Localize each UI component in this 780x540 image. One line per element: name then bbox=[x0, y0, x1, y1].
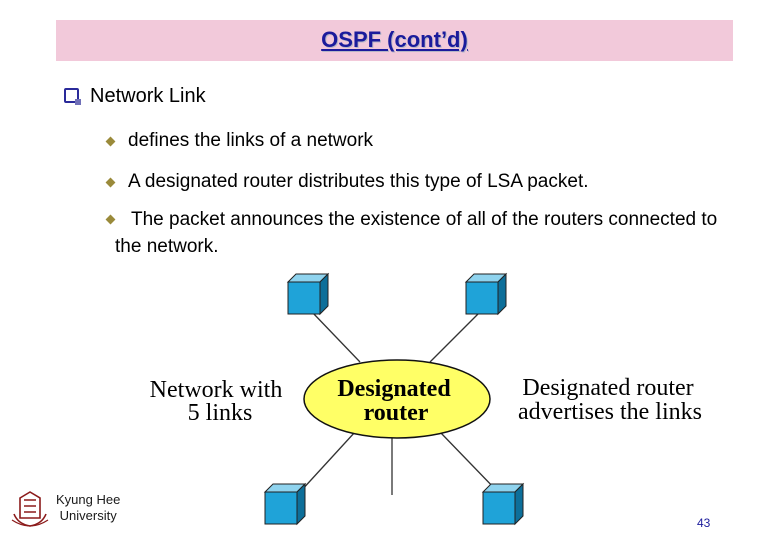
section-title: Network Link bbox=[90, 85, 206, 107]
left-label-line1: Network with bbox=[150, 377, 283, 403]
router-icon bbox=[465, 273, 507, 315]
page-number: 43 bbox=[697, 516, 711, 530]
bullet-item-3: The packet announces the existence of al… bbox=[115, 209, 718, 257]
link-top-left bbox=[311, 311, 361, 363]
title-bar: OSPF (cont’d) bbox=[56, 20, 733, 61]
university-line2: University bbox=[59, 508, 117, 523]
router-icon bbox=[482, 483, 524, 525]
network-links bbox=[299, 311, 499, 495]
bullet-item-2: A designated router distributes this typ… bbox=[128, 171, 589, 192]
link-bottom-left bbox=[299, 431, 356, 493]
right-label-line1: Designated router bbox=[522, 375, 693, 401]
router-icon bbox=[264, 483, 306, 525]
checkbox-bullet-icon bbox=[64, 88, 81, 105]
left-label-line2: 5 links bbox=[188, 400, 253, 426]
router-icon bbox=[287, 273, 329, 315]
bullet-item-1: defines the links of a network bbox=[128, 130, 374, 151]
right-label-line2: advertises the links bbox=[518, 399, 702, 425]
link-bottom-right bbox=[439, 431, 499, 493]
link-top-right bbox=[429, 311, 481, 363]
university-crest-icon bbox=[11, 491, 49, 527]
center-label-line2: router bbox=[364, 400, 429, 426]
university-logo-text: Kyung Hee University bbox=[56, 492, 120, 524]
center-label-line1: Designated bbox=[337, 376, 451, 402]
slide-title: OSPF (cont’d) bbox=[321, 27, 468, 52]
designated-router-ellipse bbox=[303, 359, 491, 439]
university-line1: Kyung Hee bbox=[56, 492, 121, 507]
